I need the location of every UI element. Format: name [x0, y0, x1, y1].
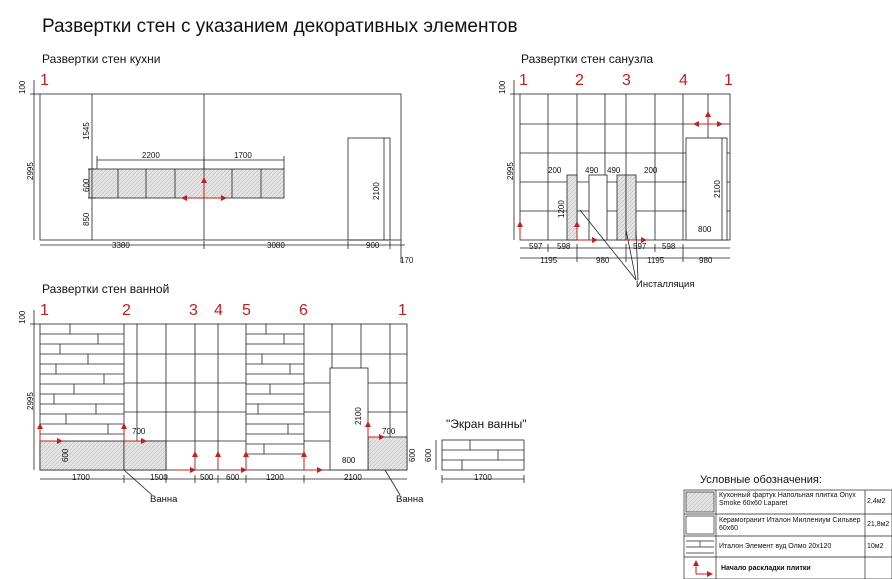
wc-wall-number: 3: [622, 72, 631, 89]
legend-item-text: Начало раскладки плитки: [721, 565, 811, 572]
dim-label: 490: [585, 166, 599, 175]
kitchen-wall-number: 1: [40, 72, 49, 89]
dim-label: 1195: [647, 256, 665, 265]
dim-label: 500: [200, 473, 214, 482]
dim-label: 1700: [234, 151, 252, 160]
dim-label: 2995: [26, 162, 35, 180]
dim-label: 100: [18, 80, 27, 94]
dim-label: 598: [557, 242, 571, 251]
wc-wall-number: 4: [679, 72, 688, 89]
dim-label: 2100: [372, 182, 381, 200]
wc-wall-number: 1: [724, 72, 733, 89]
wc-start-marker: [517, 111, 723, 243]
wc-wall-number: 1: [519, 72, 528, 89]
legend-title: Условные обозначения:: [700, 474, 822, 486]
dim-label: 2100: [713, 180, 722, 198]
dim-label: 490: [607, 166, 621, 175]
dim-label: 800: [342, 456, 356, 465]
dim-label: 597: [633, 242, 647, 251]
bathroom-wall-number: 2: [122, 302, 131, 319]
legend-item-text: Кухонный фартук Напольная плитка Onyx Sm…: [719, 492, 856, 507]
dim-label: 1545: [82, 122, 91, 140]
dim-label: 100: [18, 310, 27, 324]
legend-item-area: 21,8м2: [867, 521, 890, 528]
legend-item-area: 10м2: [867, 543, 884, 550]
dim-label: 2995: [506, 162, 515, 180]
kitchen-subtitle: Развертки стен кухни: [42, 52, 161, 66]
dim-label: 2995: [26, 392, 35, 410]
dim-label: 800: [698, 225, 712, 234]
dim-label: 1700: [474, 473, 492, 482]
dim-label: 600: [424, 448, 433, 462]
dim-label: 1700: [72, 473, 90, 482]
dim-label: 597: [529, 242, 543, 251]
dim-label: 700: [382, 427, 396, 436]
dim-label: 600: [82, 178, 91, 192]
kitchen-start-marker: [181, 177, 227, 201]
kitchen-elevation: [30, 80, 405, 262]
bathroom-wall-number: 1: [40, 302, 49, 319]
bathroom-wall-outline: [39, 323, 408, 471]
bathroom-wall-number: 3: [189, 302, 198, 319]
bath-screen-outline: [441, 439, 525, 471]
dim-label: 980: [596, 256, 610, 265]
bathroom-bath-left: [39, 440, 125, 471]
legend-item-text: Керамогранит Италон Миллениум Сильвер 60…: [719, 517, 861, 532]
legend-item-text: Италон Элемент вуд Олмо 20х120: [719, 543, 832, 550]
dim-label: 3380: [112, 241, 130, 250]
legend-table: [683, 489, 892, 579]
bathroom-wall-number: 1: [398, 302, 407, 319]
dim-label: 2200: [142, 151, 160, 160]
bathroom-start-marker: [37, 421, 385, 473]
dim-label: 600: [408, 448, 417, 462]
legend-swatch-backsplash: [685, 491, 715, 513]
wc-subtitle: Развертки стен санузла: [521, 52, 654, 66]
wc-installation: [625, 174, 637, 241]
wc-wall-number: 2: [575, 72, 584, 89]
bath-screen: [435, 439, 525, 483]
dim-label: 100: [498, 80, 507, 94]
dim-label: 1200: [557, 200, 566, 218]
legend-swatch-porcelain: [685, 515, 715, 535]
kitchen-wall-outline: [39, 93, 402, 241]
bathroom-elevation: [30, 310, 408, 496]
dim-label: 850: [82, 212, 91, 226]
screen-title: "Экран ванны": [446, 417, 527, 431]
wc-elevation: [510, 80, 731, 281]
dim-label: 200: [644, 166, 658, 175]
dim-label: 3080: [267, 241, 285, 250]
installation-label: Инсталляция: [636, 279, 695, 290]
kitchen-door: [347, 137, 391, 241]
dim-label: 700: [132, 427, 146, 436]
page-title: Развертки стен с указанием декоративных …: [42, 16, 518, 37]
wc-installation: [566, 174, 578, 241]
dim-label: 600: [226, 473, 240, 482]
bath-label: Ванна: [396, 494, 424, 505]
wc-door: [685, 137, 728, 241]
bathroom-door: [329, 367, 369, 471]
dim-label: 598: [662, 242, 676, 251]
dim-label: 200: [548, 166, 562, 175]
legend-start-icon: [693, 560, 713, 577]
dim-label: 1195: [540, 256, 558, 265]
bathroom-subtitle: Развертки стен ванной: [42, 282, 170, 296]
dim-label: 980: [699, 256, 713, 265]
dim-label: 170: [400, 256, 414, 265]
dim-label: 2100: [344, 473, 362, 482]
bathroom-wall-number: 4: [214, 302, 223, 319]
bath-label: Ванна: [150, 494, 178, 505]
legend-item-area: 2,4м2: [867, 498, 886, 505]
dim-label: 1500: [150, 473, 168, 482]
bathroom-bath-left: [123, 440, 167, 471]
dim-label: 900: [366, 241, 380, 250]
bathroom-wall-number: 5: [242, 302, 251, 319]
dim-label: 600: [61, 448, 70, 462]
bathroom-wall-number: 6: [299, 302, 308, 319]
wc-installation: [588, 174, 608, 241]
wc-installation: [616, 174, 627, 241]
dim-label: 1200: [266, 473, 284, 482]
bathroom-bath-right: [367, 436, 408, 471]
dim-label: 2100: [354, 407, 363, 425]
